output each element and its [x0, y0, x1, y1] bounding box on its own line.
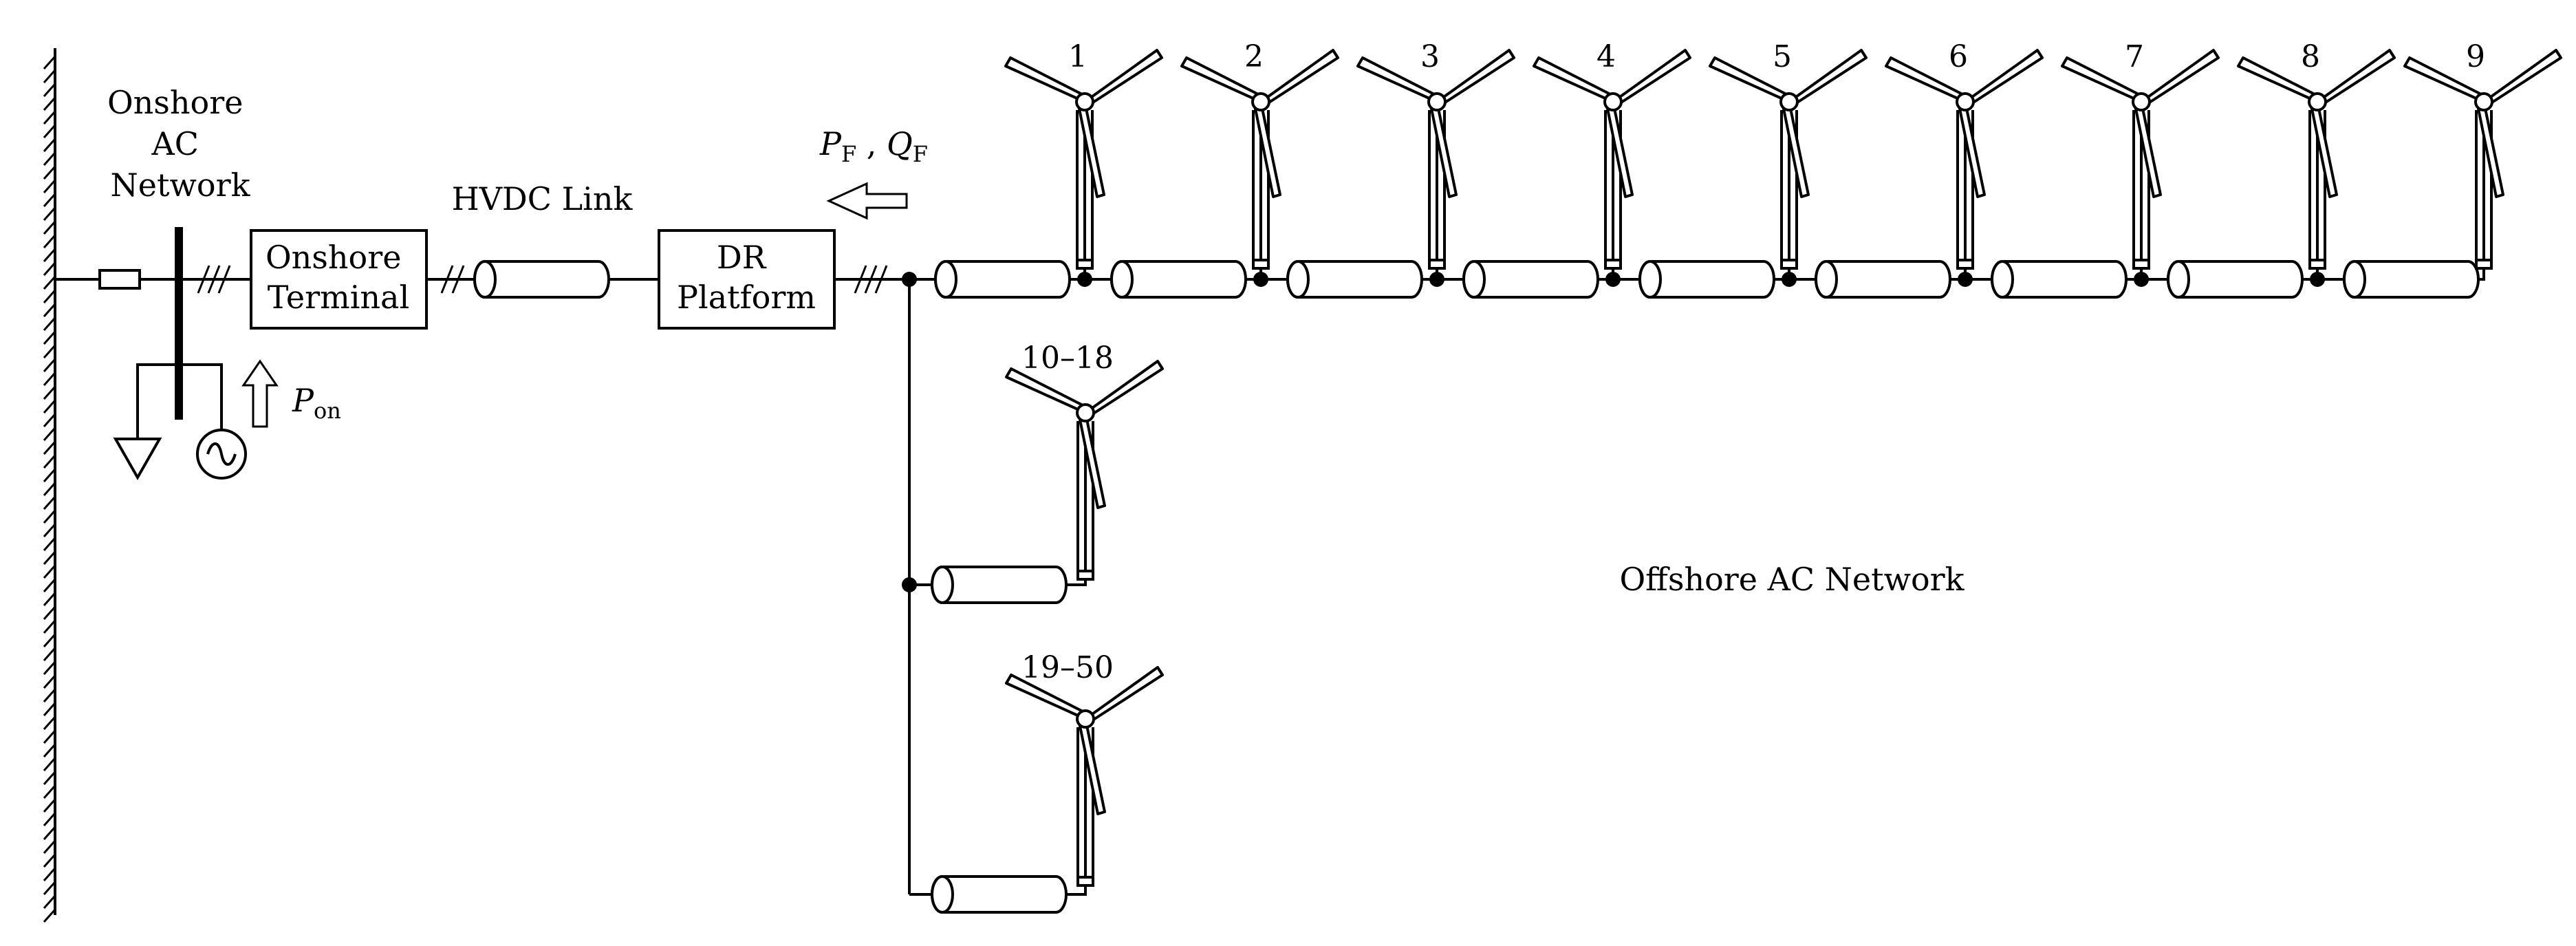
ac-source-icon: [196, 429, 247, 480]
wind-turbine-icon: [2237, 49, 2396, 270]
turbine-number-label: 4: [1597, 39, 1616, 74]
cable-icon: [1815, 260, 1951, 299]
wind-turbine-icon: [1180, 49, 1339, 270]
hatch-mark-icon: [197, 264, 231, 294]
cable-icon: [934, 260, 1071, 299]
cable-icon: [1110, 260, 1247, 299]
hvdc-cable-icon: [473, 260, 610, 299]
onshore-grid-wall: [43, 48, 56, 923]
onshore-ac-network-label: Onshore AC Network: [107, 84, 253, 204]
p-on-label: Pon: [292, 382, 341, 424]
cable-icon: [1462, 260, 1599, 299]
turbine-string-1: 1 2 3 4 5 6 7 8 9: [909, 39, 2562, 299]
power-flow-arrow-icon: [241, 359, 279, 428]
turbine-number-label: 7: [2125, 39, 2144, 74]
turbine-number-label: 3: [1420, 39, 1440, 74]
cable-icon: [1638, 260, 1775, 299]
wind-turbine-icon: [1005, 360, 1164, 581]
hatch-mark-icon: [854, 264, 888, 294]
cable-icon: [931, 566, 1068, 604]
hvdc-link-label: HVDC Link: [452, 180, 634, 217]
pf-qf-label: PF , QF: [819, 125, 928, 167]
dr-platform-label: DR Platform: [677, 239, 816, 316]
wind-turbine-icon: [1004, 49, 1163, 270]
wind-turbine-icon: [1005, 666, 1164, 887]
turbine-number-label: 1: [1068, 39, 1087, 74]
turbine-group-label: 10–18: [1021, 341, 1114, 376]
turbine-group-label: 19–50: [1021, 650, 1114, 685]
turbine-number-label: 6: [1949, 39, 1968, 74]
turbine-group-19-50: 19–50: [909, 650, 1164, 914]
cable-icon: [2343, 260, 2480, 299]
onshore-impedance: [98, 269, 141, 290]
wind-turbine-icon: [1356, 49, 1515, 270]
offshore-ac-network-label: Offshore AC Network: [1619, 561, 1965, 598]
wind-turbine-icon: [1709, 49, 1868, 270]
turbine-number-label: 2: [1244, 39, 1264, 74]
ground-icon: [113, 438, 162, 481]
turbine-number-label: 8: [2301, 39, 2320, 74]
cable-icon: [1991, 260, 2128, 299]
turbine-number-label: 5: [1773, 39, 1792, 74]
wind-turbine-icon: [2061, 49, 2220, 270]
wind-turbine-icon: [1533, 49, 1691, 270]
onshore-terminal-box: [250, 229, 428, 330]
turbine-group-10-18: 10–18: [909, 341, 1164, 604]
wind-turbine-icon: [2403, 49, 2562, 270]
cable-icon: [931, 875, 1068, 914]
cable-icon: [2167, 260, 2304, 299]
onshore-terminal-label: Onshore Terminal: [266, 239, 411, 316]
turbine-number-label: 9: [2466, 39, 2485, 74]
power-flow-arrow-icon: [826, 182, 908, 220]
cable-icon: [1286, 260, 1423, 299]
wind-turbine-icon: [1885, 49, 2044, 270]
